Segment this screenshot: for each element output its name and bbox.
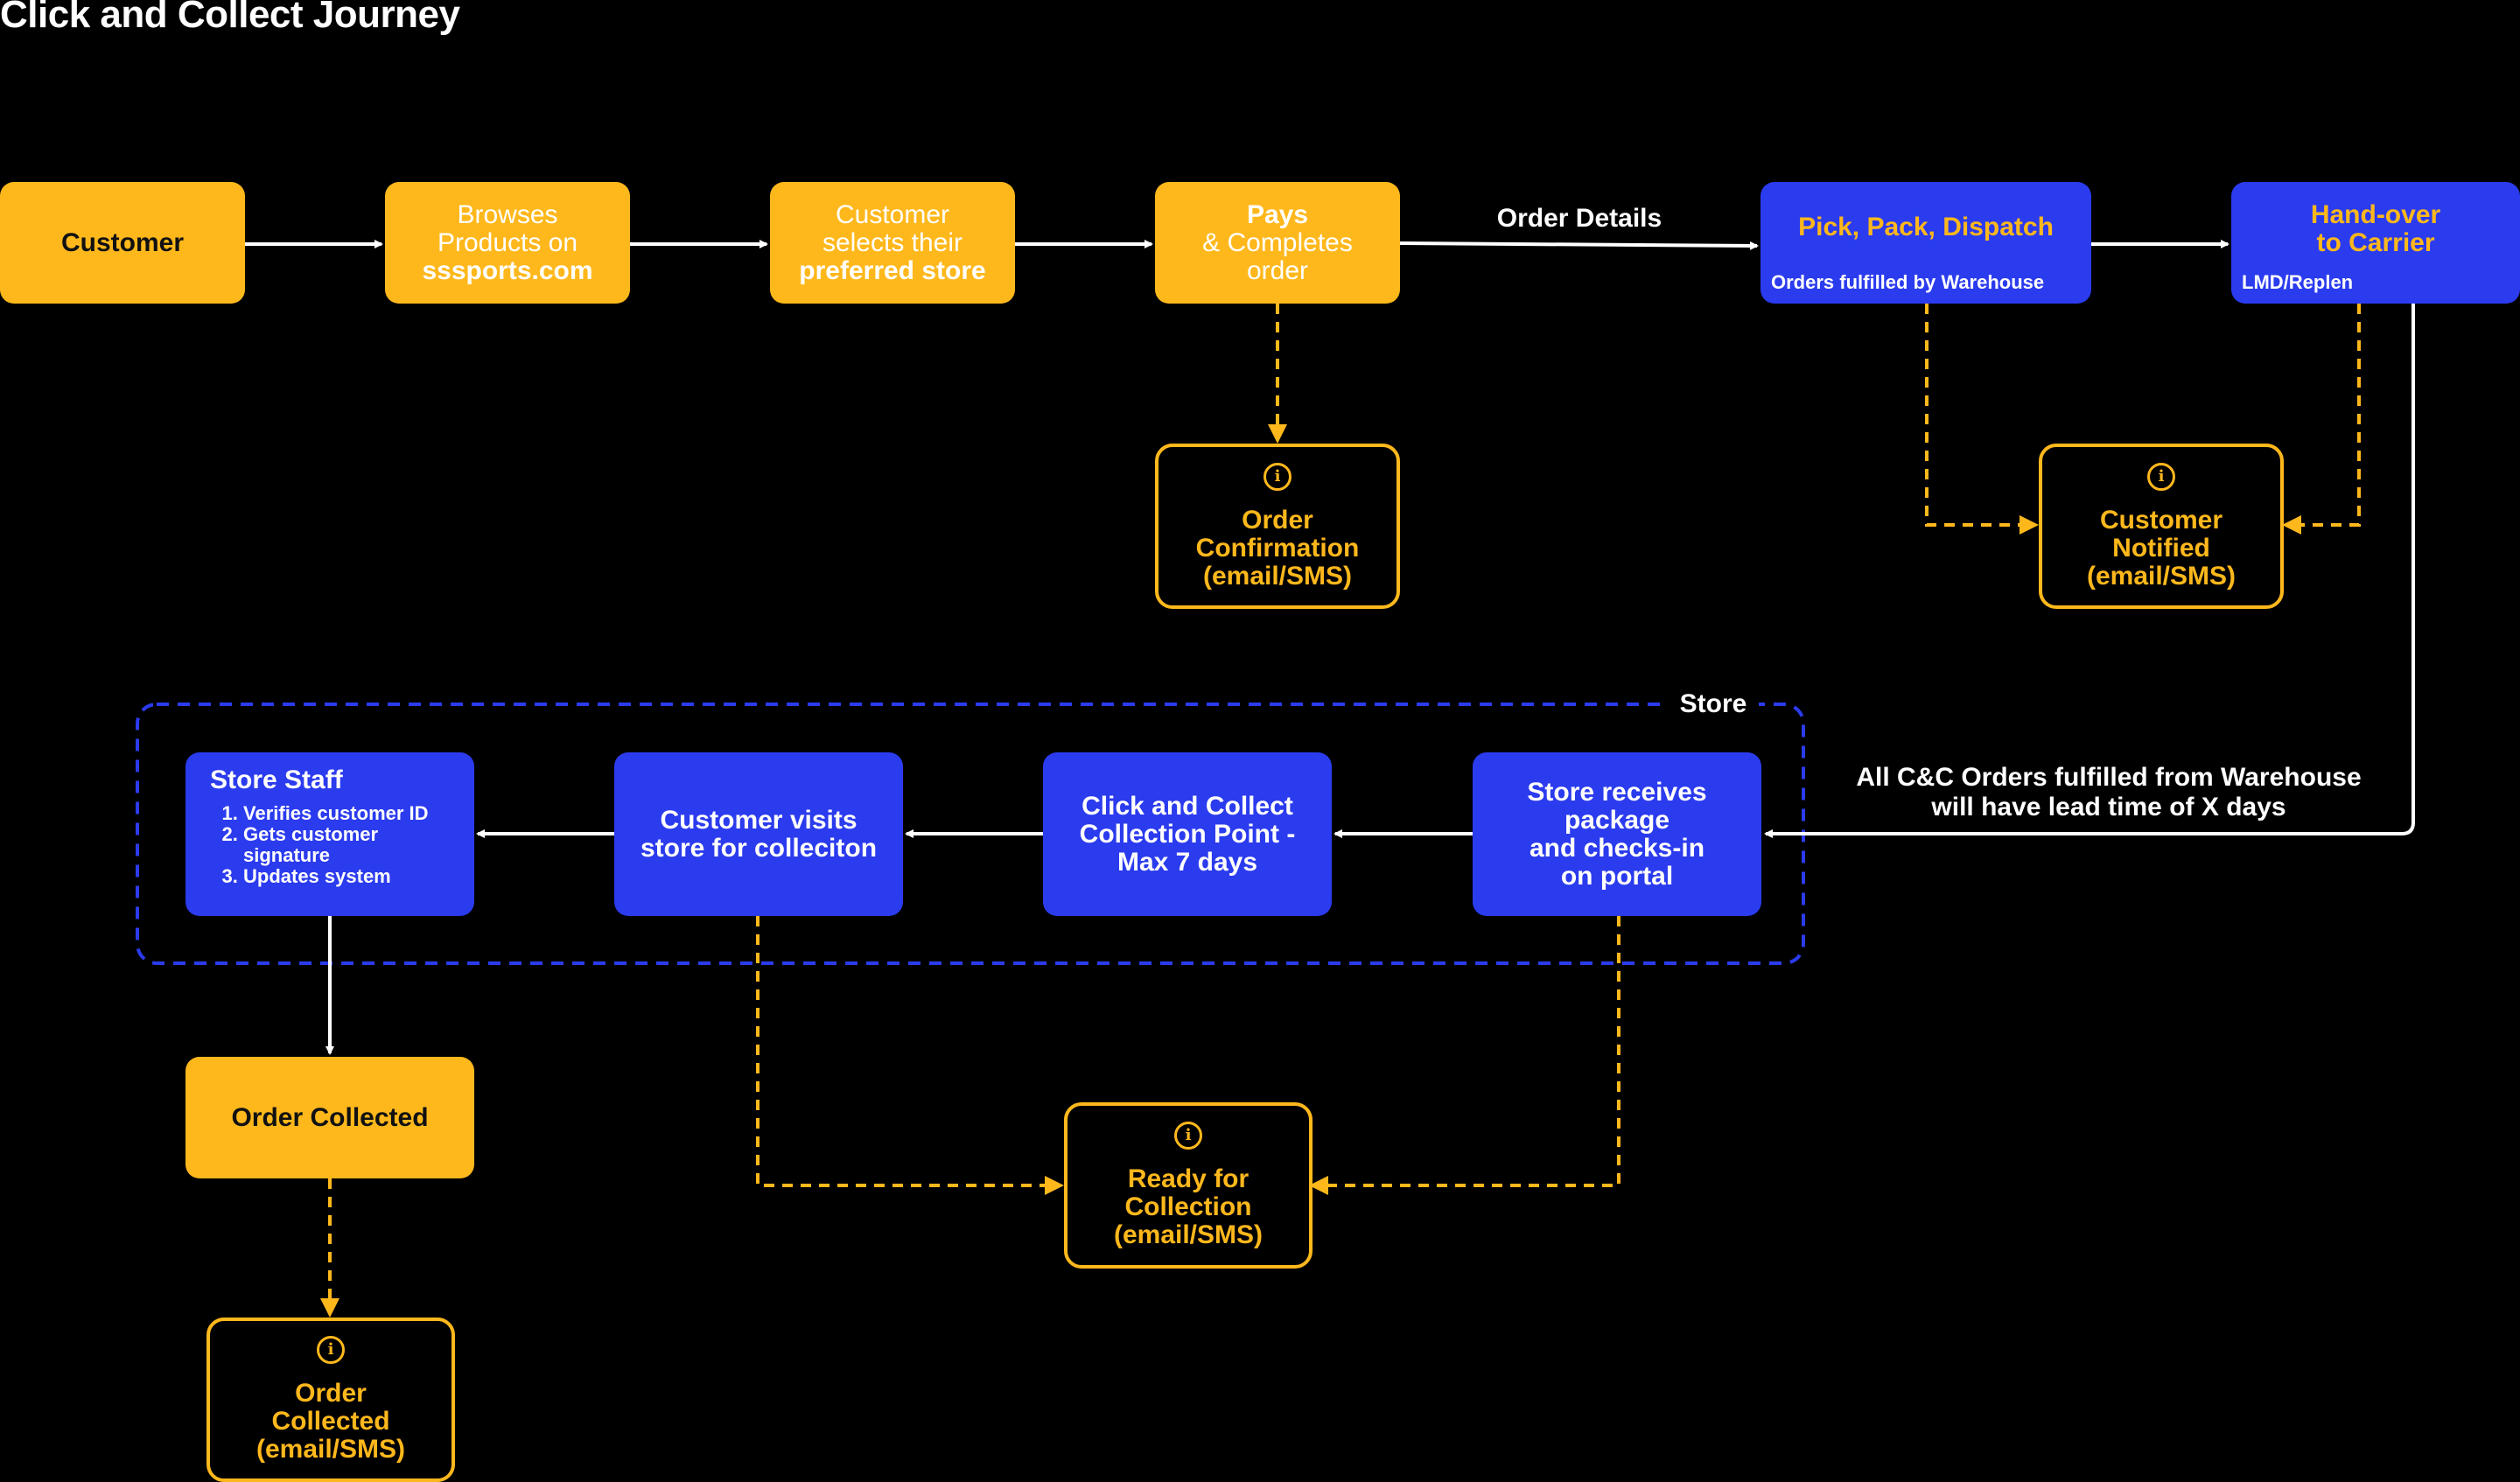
- info-icon: i: [2147, 462, 2175, 491]
- info-icon: i: [317, 1336, 345, 1364]
- diagram-title: Click and Collect Journey: [0, 0, 460, 36]
- edge-visits-ready: [756, 916, 1064, 1195]
- notify-order-collected: i Order Collected (email/SMS): [206, 1318, 455, 1482]
- node-handover-carrier: Hand-over to Carrier LMD/Replen: [2231, 182, 2520, 304]
- label-store-group: Store: [1668, 689, 1759, 719]
- node-order-collected: Order Collected: [186, 1057, 474, 1178]
- info-icon: i: [1174, 1122, 1202, 1150]
- node-browses: Browses Products on sssports.com: [385, 182, 630, 304]
- edge-store-ready: [1309, 916, 1620, 1195]
- node-collection-point: Click and Collect Collection Point - Max…: [1043, 752, 1332, 916]
- node-store-staff: Store Staff Verifies customer ID Gets cu…: [186, 752, 474, 916]
- notify-order-confirmation: i Order Confirmation (email/SMS): [1155, 444, 1400, 609]
- edge-pick-notified: [1925, 304, 2039, 535]
- edge-handover-store: [1764, 304, 2415, 838]
- node-pays: Pays & Completes order: [1155, 182, 1400, 304]
- node-customer: Customer: [0, 182, 245, 304]
- notify-ready-for-collection: i Ready for Collection (email/SMS): [1064, 1102, 1312, 1269]
- label-order-details: Order Details: [1496, 204, 1662, 233]
- node-customer-visits: Customer visits store for colleciton: [614, 752, 903, 916]
- label-lead-time: All C&C Orders fulfilled from Warehouse …: [1856, 763, 2362, 821]
- node-selects-store: Customer selects their preferred store: [770, 182, 1015, 304]
- edge-handover-notified: [2282, 304, 2361, 535]
- node-store-receives: Store receives package and checks-in on …: [1473, 752, 1761, 916]
- info-icon: i: [1264, 462, 1292, 491]
- node-pick-pack-dispatch: Pick, Pack, Dispatch Orders fulfilled by…: [1760, 182, 2091, 304]
- store-staff-steps: Verifies customer ID Gets customer signa…: [210, 803, 450, 887]
- edge-pays-pick: [1399, 241, 1759, 250]
- notify-customer-notified: i Customer Notified (email/SMS): [2039, 444, 2284, 609]
